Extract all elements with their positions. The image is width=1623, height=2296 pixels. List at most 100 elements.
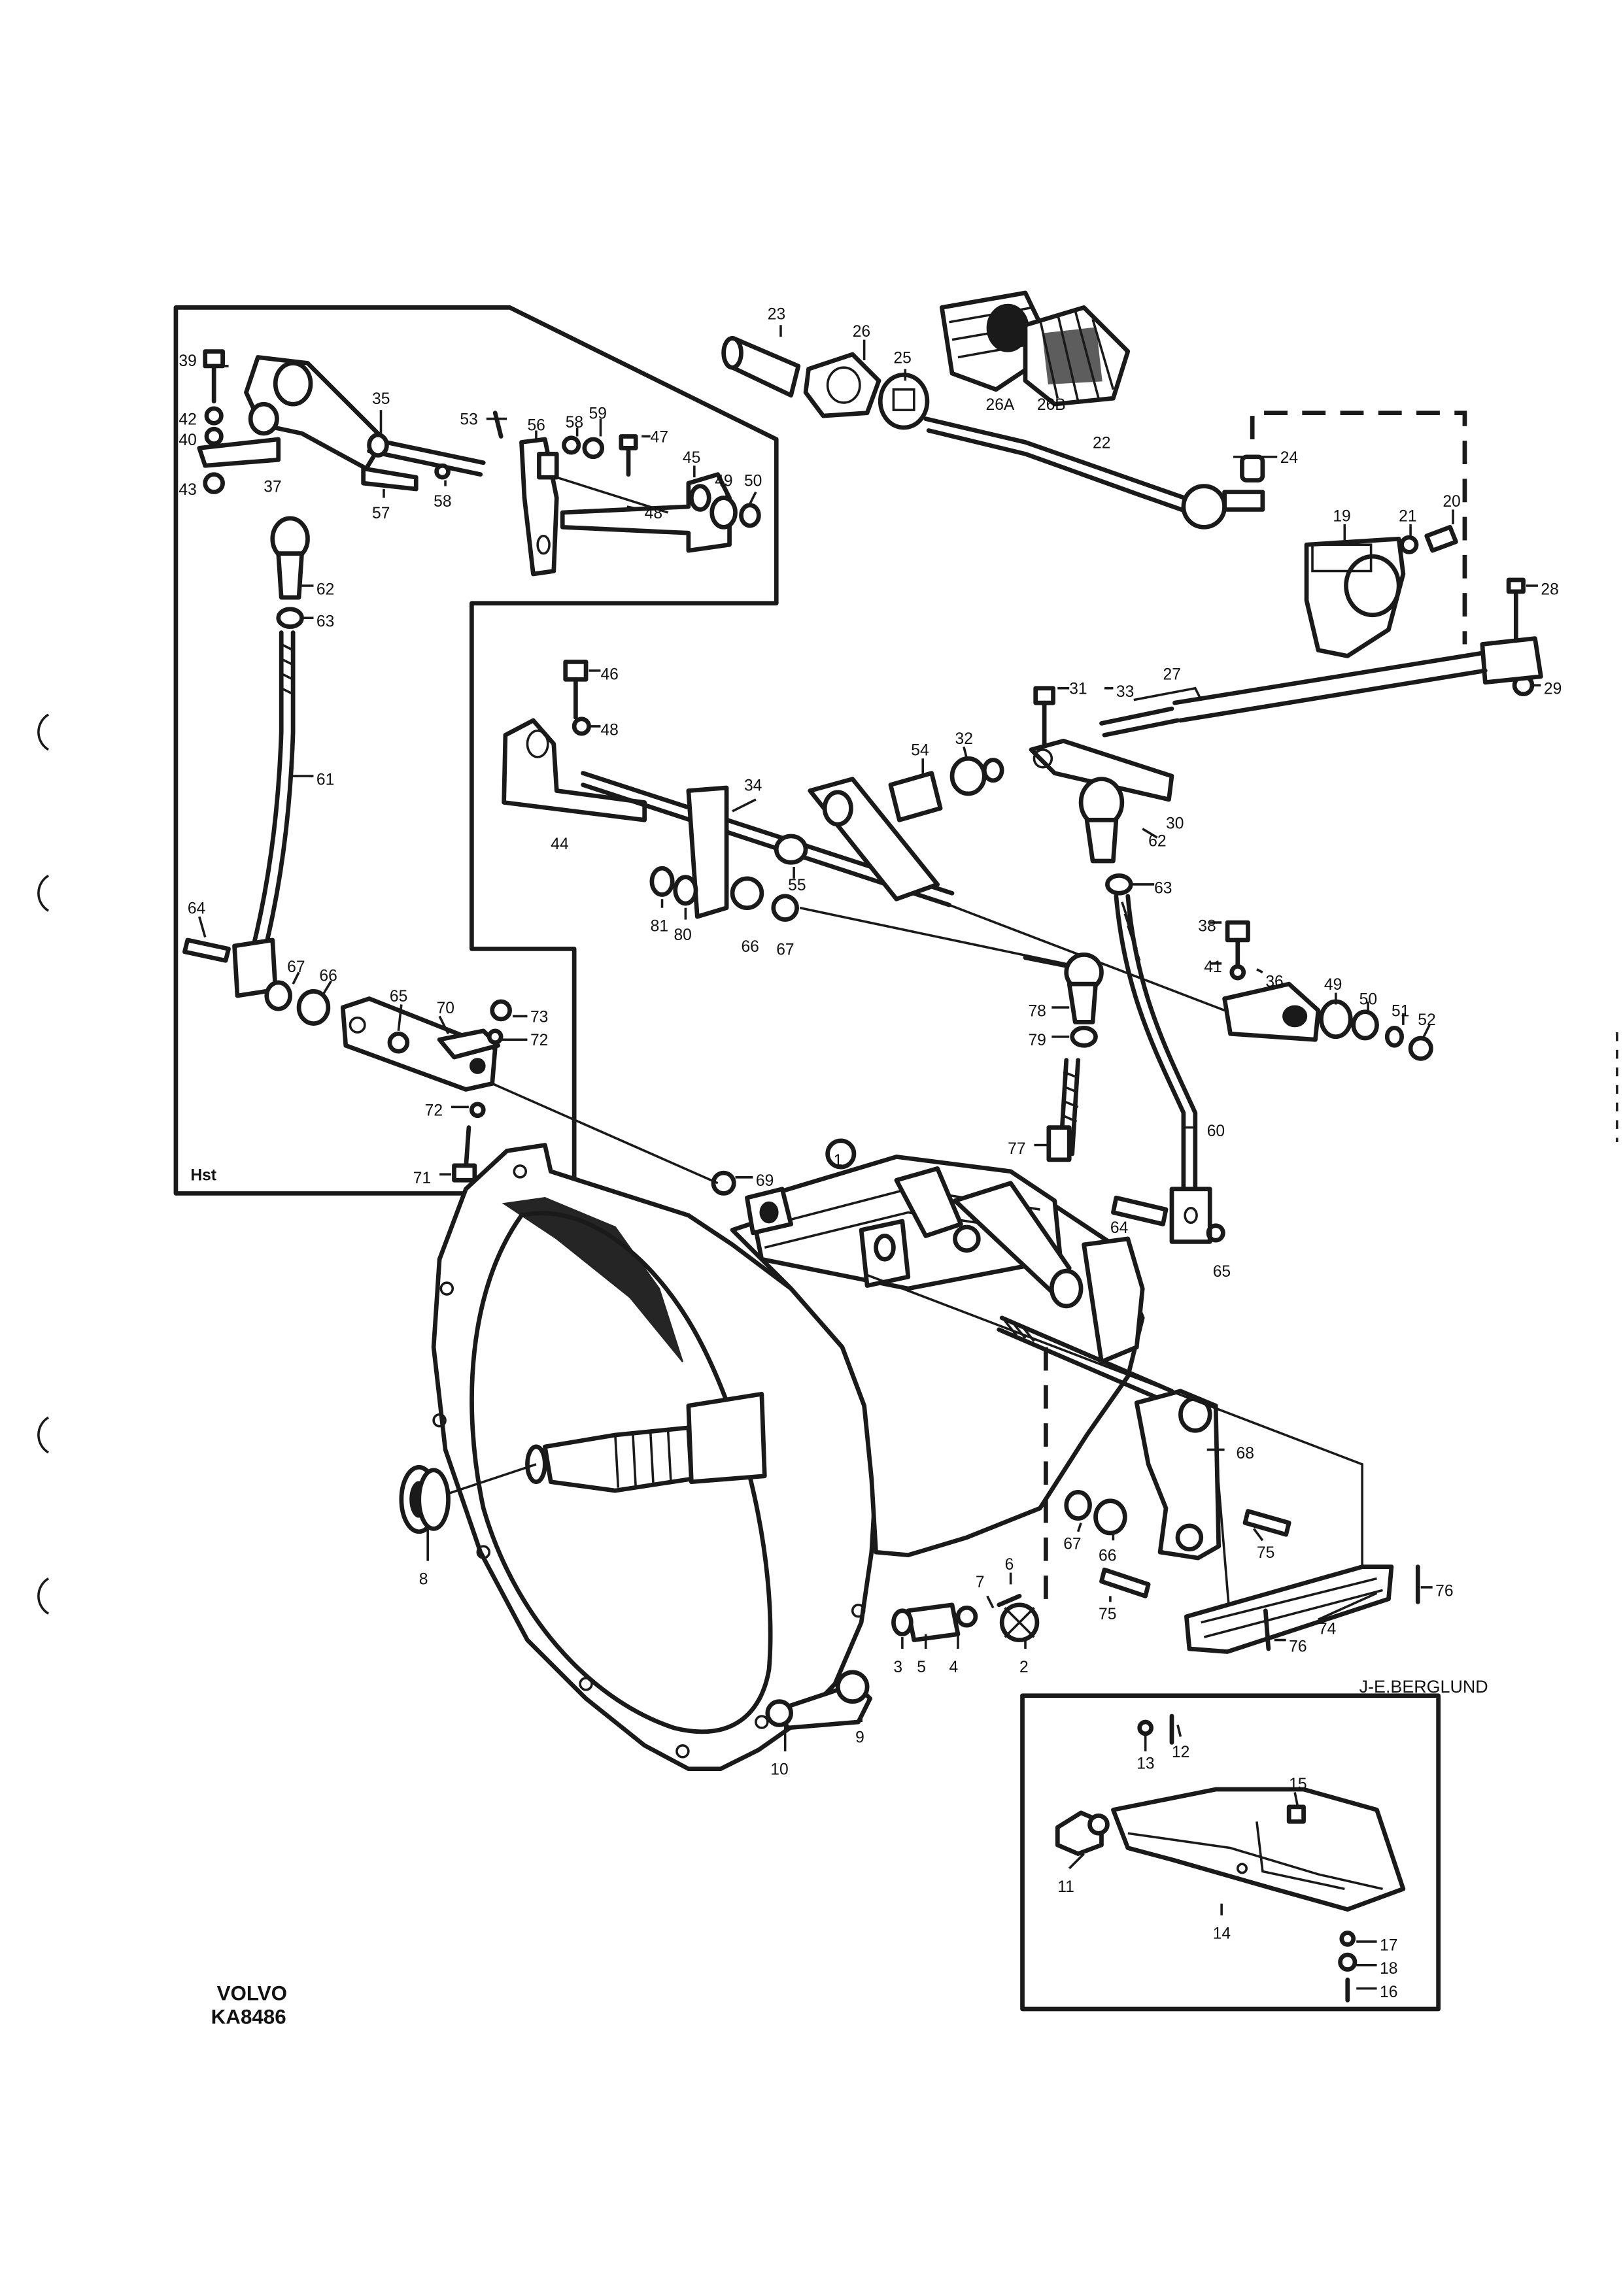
label-6: 6	[1005, 1556, 1014, 1574]
label-65-mid: 65	[1213, 1263, 1231, 1281]
label-64-hst: 64	[188, 900, 205, 918]
label-50-mid: 50	[1359, 991, 1377, 1009]
label-46: 46	[600, 666, 618, 683]
inset-label-hst: Hst	[190, 1166, 216, 1184]
label-28: 28	[1541, 581, 1558, 598]
label-70: 70	[437, 1000, 454, 1017]
label-25: 25	[893, 349, 911, 367]
footer-code: KA8486	[211, 2005, 286, 2028]
label-45: 45	[683, 449, 700, 467]
label-66-mid: 66	[741, 938, 759, 956]
label-67-mid: 67	[776, 941, 794, 958]
label-26: 26	[853, 323, 870, 341]
label-79: 79	[1028, 1032, 1046, 1049]
label-49-mid: 49	[1324, 976, 1342, 994]
label-35: 35	[372, 390, 390, 408]
label-3: 3	[893, 1659, 902, 1676]
label-60: 60	[1207, 1123, 1225, 1140]
label-2: 2	[1019, 1659, 1029, 1676]
label-20: 20	[1443, 493, 1460, 511]
label-75-b: 75	[1099, 1606, 1116, 1623]
label-17: 17	[1380, 1936, 1397, 1954]
label-50-top: 50	[744, 473, 762, 490]
label-51: 51	[1392, 1002, 1409, 1020]
label-62-hst: 62	[316, 581, 334, 598]
label-34: 34	[744, 777, 762, 794]
label-78: 78	[1028, 1002, 1046, 1020]
label-10: 10	[770, 1761, 788, 1779]
label-81: 81	[651, 918, 668, 936]
label-68: 68	[1237, 1445, 1254, 1462]
label-16: 16	[1380, 1984, 1397, 2001]
label-61: 61	[316, 771, 334, 789]
part-labels: 23 26 25 26A 26B 22 24 19 21 20 28 29 27…	[179, 305, 1562, 2028]
label-7: 7	[976, 1574, 985, 1591]
label-66-hst: 66	[319, 968, 337, 985]
label-72-a: 72	[530, 1032, 548, 1049]
label-1: 1	[834, 1152, 843, 1170]
label-37: 37	[264, 479, 281, 496]
label-47: 47	[651, 428, 668, 446]
label-33: 33	[1116, 683, 1134, 701]
label-55: 55	[788, 877, 806, 894]
heat-shield-parts	[1055, 1714, 1406, 2002]
footer-brand: VOLVO	[217, 1982, 287, 2005]
label-56: 56	[527, 417, 545, 435]
label-26a: 26A	[986, 396, 1015, 414]
label-30: 30	[1166, 815, 1184, 833]
hst-inset-parts	[182, 349, 761, 1185]
label-76-a: 76	[1435, 1582, 1453, 1600]
label-48-top: 48	[645, 505, 662, 522]
label-48-mid: 48	[600, 721, 618, 739]
label-39: 39	[179, 352, 196, 370]
label-24: 24	[1280, 449, 1298, 467]
label-63-hst: 63	[316, 613, 334, 631]
label-14: 14	[1213, 1925, 1231, 1942]
label-64-mid: 64	[1110, 1219, 1128, 1237]
label-69: 69	[756, 1172, 774, 1190]
label-49-top: 49	[715, 473, 732, 490]
label-67-low: 67	[1063, 1536, 1081, 1553]
label-15: 15	[1289, 1776, 1307, 1793]
label-71: 71	[413, 1170, 431, 1187]
label-18: 18	[1380, 1960, 1397, 1978]
label-65-hst: 65	[390, 988, 407, 1005]
label-54: 54	[911, 742, 929, 760]
label-75-a: 75	[1257, 1544, 1274, 1562]
label-19: 19	[1333, 507, 1350, 525]
label-23: 23	[768, 305, 785, 323]
label-11: 11	[1057, 1878, 1074, 1896]
label-40: 40	[179, 431, 196, 449]
label-72-b: 72	[425, 1102, 443, 1120]
label-66-low: 66	[1099, 1547, 1116, 1565]
label-22: 22	[1093, 434, 1110, 452]
label-57: 57	[372, 505, 390, 522]
label-26b: 26B	[1037, 396, 1066, 414]
label-62-mid: 62	[1148, 833, 1166, 851]
label-29: 29	[1544, 681, 1562, 698]
label-21: 21	[1399, 507, 1416, 525]
label-67-hst: 67	[287, 958, 305, 976]
leader-lines	[198, 325, 1541, 1990]
label-74: 74	[1318, 1621, 1336, 1638]
label-5: 5	[917, 1659, 926, 1676]
label-4: 4	[949, 1659, 959, 1676]
label-12: 12	[1172, 1744, 1189, 1761]
label-52: 52	[1418, 1011, 1435, 1029]
label-63-mid: 63	[1154, 879, 1172, 897]
gear-lever-assembly	[721, 290, 1543, 737]
heat-shield-inset-frame	[1020, 1693, 1441, 2012]
signature: J-E.BERGLUND	[1359, 1677, 1488, 1697]
gearbox-housing	[399, 1138, 1420, 1772]
label-42: 42	[179, 411, 196, 429]
hst-inset-frame	[173, 305, 779, 1196]
label-31: 31	[1069, 681, 1087, 698]
label-77: 77	[1008, 1140, 1025, 1158]
label-73: 73	[530, 1008, 548, 1026]
label-9: 9	[855, 1729, 864, 1746]
label-32: 32	[955, 730, 973, 748]
label-8: 8	[419, 1570, 428, 1588]
label-36: 36	[1265, 973, 1283, 991]
label-59: 59	[589, 405, 607, 423]
